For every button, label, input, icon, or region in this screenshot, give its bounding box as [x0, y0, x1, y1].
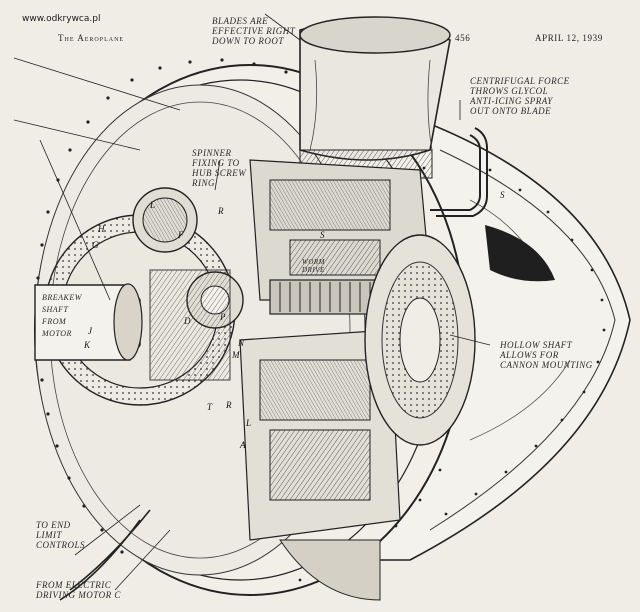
blades-label: BLADES ARE EFFECTIVE RIGHT DOWN TO ROOT — [212, 16, 296, 46]
callout-letter: G — [92, 240, 99, 250]
issue-date: APRIL 12, 1939 — [535, 33, 603, 43]
callout-letter: S — [500, 190, 505, 200]
leader-lines — [13, 13, 491, 591]
input-shaft — [34, 283, 143, 361]
callout-letter: H — [98, 224, 105, 234]
worm-drive-label: WORM DRIVE — [302, 258, 325, 274]
callout-letter: K — [84, 340, 91, 350]
centrifugal-label: CENTRIFUGAL FORCE THROWS GLYCOL ANTI-ICI… — [470, 76, 570, 116]
watermark: www.odkrywca.pl — [22, 14, 101, 24]
publication-title: The Aeroplane — [58, 33, 125, 43]
callout-letter: S — [320, 230, 325, 240]
callout-letter: N — [238, 338, 245, 348]
input-shaft-label: BREAKEW SHAFT FROM MOTOR — [42, 293, 82, 338]
callout-letter: F — [178, 230, 184, 240]
end-limit-label: TO END LIMIT CONTROLS — [36, 520, 86, 550]
hollow-shaft-label: HOLLOW SHAFT ALLOWS FOR CANNON MOUNTING — [500, 340, 593, 370]
spinner-fixing-label: SPINNER FIXING TO HUB SCREW RING — [192, 148, 247, 188]
callout-letter: P — [220, 312, 226, 322]
internal-mechanism — [239, 159, 431, 601]
electric-motor-label: FROM ELECTRIC DRIVING MOTOR C — [36, 580, 121, 600]
callout-letter: T — [207, 402, 213, 412]
blade-root — [299, 16, 451, 179]
control-cable — [59, 509, 151, 601]
page-number: 456 — [455, 33, 471, 43]
callout-letter: J — [88, 326, 92, 336]
callout-letter: R — [226, 400, 232, 410]
callout-letter: D — [184, 316, 191, 326]
callout-letter: L — [150, 200, 156, 210]
callout-letter: A — [240, 440, 246, 450]
callout-letter: L — [246, 418, 252, 428]
callout-letter: R — [218, 206, 224, 216]
callout-letter: M — [232, 350, 240, 360]
glycol-pipe — [430, 127, 488, 217]
hollow-shaft — [364, 234, 476, 446]
